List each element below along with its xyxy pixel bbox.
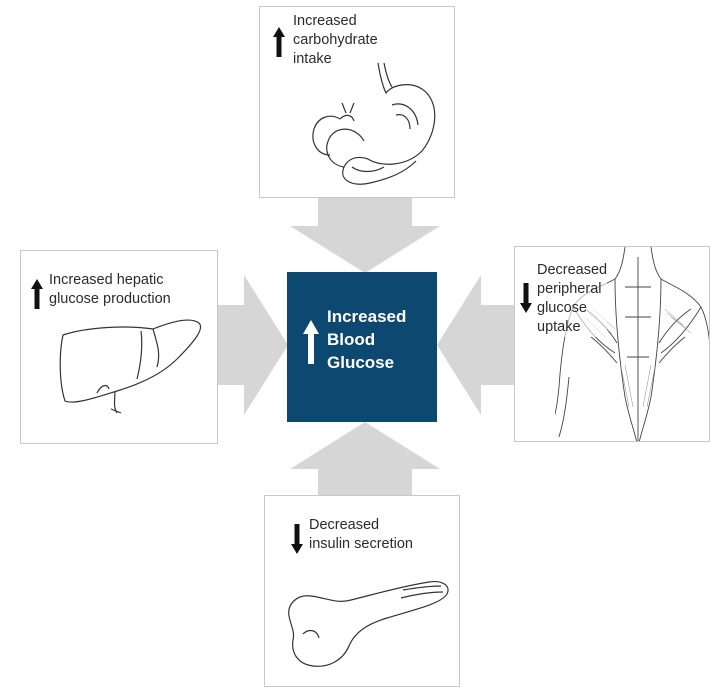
pancreas-illustration — [283, 574, 453, 674]
up-arrow-icon — [31, 279, 43, 309]
top-connector-arrow — [290, 198, 440, 273]
up-arrow-icon — [303, 320, 319, 364]
down-arrow-icon — [520, 283, 532, 313]
up-arrow-icon — [273, 27, 285, 57]
peripheral-glucose-uptake-box: Decreased peripheral glucose uptake — [514, 246, 710, 442]
carbohydrate-intake-box: Increased carbohydrate intake — [259, 6, 455, 198]
hepatic-glucose-label: Increased hepatic glucose production — [49, 271, 171, 309]
insulin-secretion-box: Decreased insulin secretion — [264, 495, 460, 687]
right-connector-arrow — [437, 275, 515, 415]
bottom-connector-arrow — [290, 422, 440, 497]
liver-illustration — [57, 313, 217, 423]
down-arrow-icon — [291, 524, 303, 554]
stomach-illustration — [300, 55, 450, 195]
hepatic-glucose-production-box: Increased hepatic glucose production — [20, 250, 218, 444]
insulin-secretion-label: Decreased insulin secretion — [309, 516, 413, 554]
increased-blood-glucose-box: Increased Blood Glucose — [287, 272, 437, 422]
center-label: Increased Blood Glucose — [327, 305, 406, 374]
peripheral-glucose-label: Decreased peripheral glucose uptake — [537, 261, 607, 337]
left-connector-arrow — [216, 275, 288, 415]
